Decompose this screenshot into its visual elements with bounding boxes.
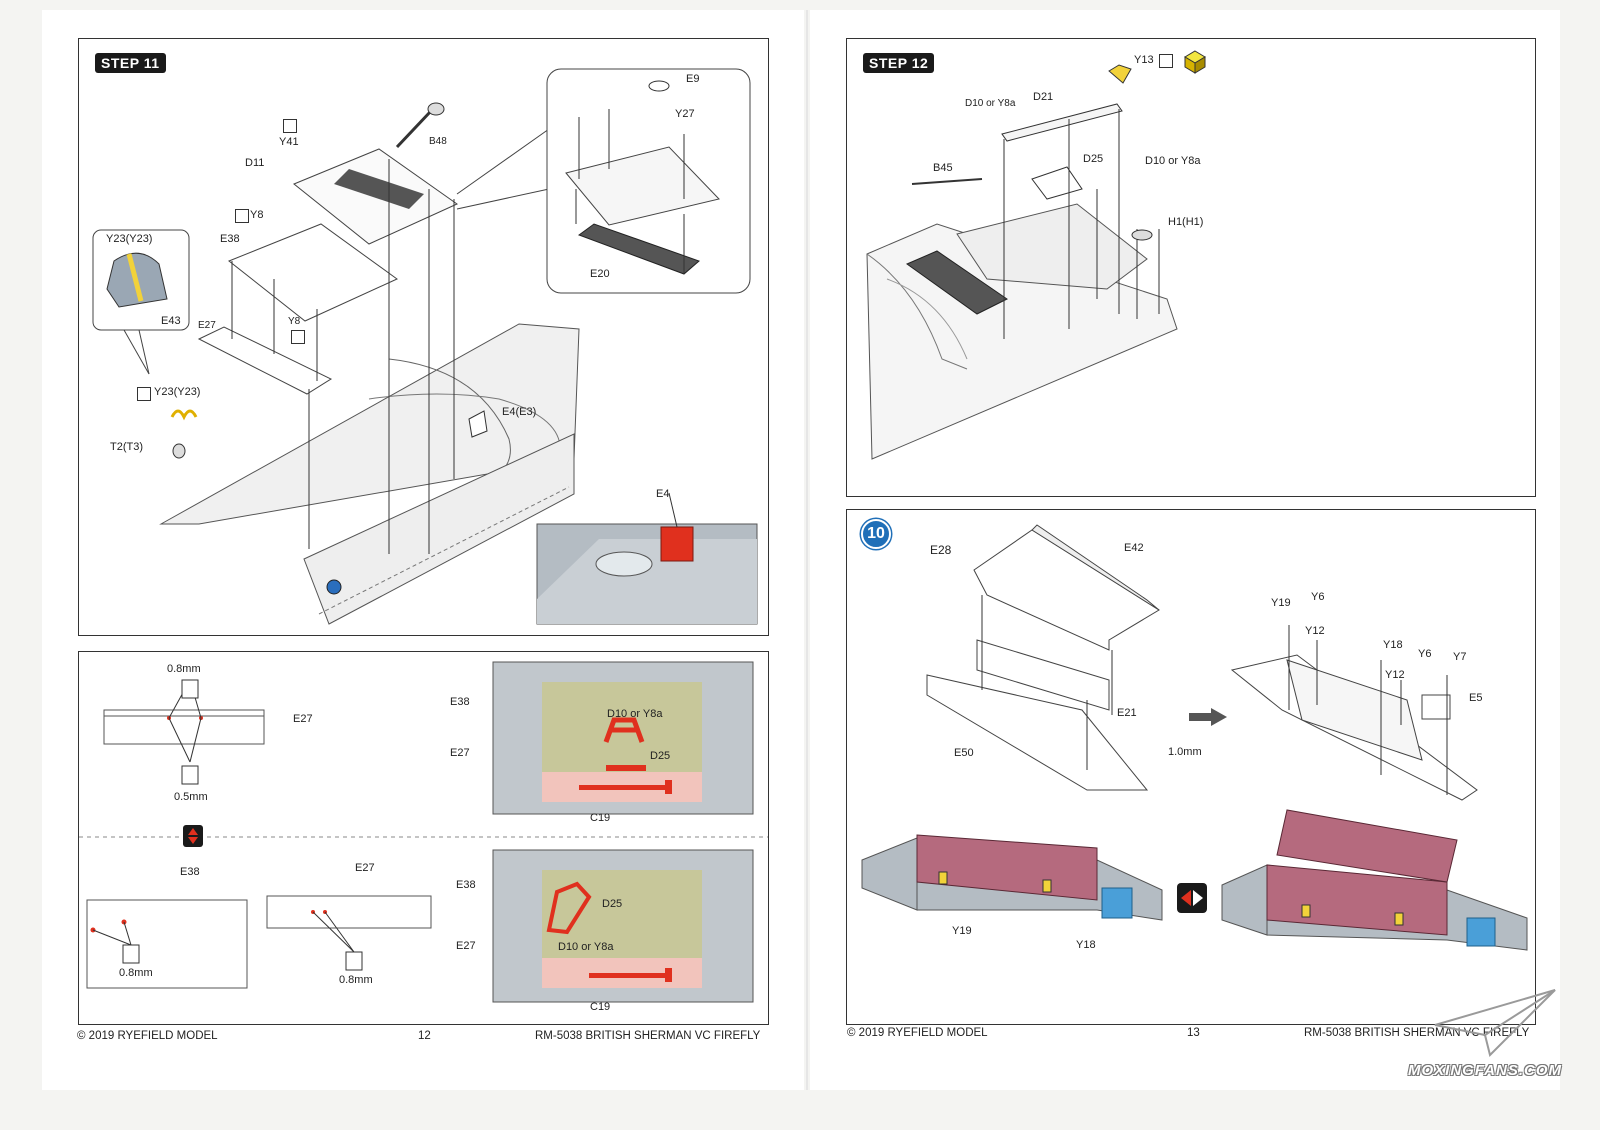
step-12-sub-drawing — [861, 524, 1528, 951]
footer-title-right: RM-5038 BRITISH SHERMAN VC FIREFLY — [1304, 1027, 1530, 1039]
step-11-detail-drawing — [79, 661, 768, 1003]
dim-0-8mm-mid: 0.8mm — [339, 974, 373, 986]
label-d25-bottom: D25 — [602, 898, 623, 910]
label-y6-a: Y6 — [1311, 591, 1325, 603]
label-d21: D21 — [1033, 91, 1054, 103]
label-h1: H1(H1) — [1168, 216, 1204, 228]
label-y19: Y19 — [1271, 597, 1291, 609]
label-e5: E5 — [1469, 692, 1483, 704]
pe-bend-icon — [291, 330, 305, 344]
label-b48: B48 — [429, 136, 447, 147]
label-d25-top: D25 — [650, 750, 671, 762]
label-y13: Y13 — [1134, 54, 1154, 66]
label-e27-top-right: E27 — [450, 747, 470, 759]
label-d10-y8a-left: D10 or Y8a — [965, 98, 1016, 109]
step-11-badge: STEP 11 — [95, 53, 166, 73]
label-d11: D11 — [245, 157, 265, 169]
pe-bend-icon — [1159, 54, 1173, 68]
step-11-detail-panel: 0.8mm E27 0.5mm E38 E27 D10 or Y8a D25 C… — [78, 651, 769, 1025]
footer-page-right: 13 — [1187, 1027, 1200, 1039]
dim-0-8mm-left: 0.8mm — [119, 967, 153, 979]
dim-0-8mm-top: 0.8mm — [167, 663, 201, 675]
label-d25: D25 — [1083, 153, 1104, 165]
footer-copyright-left: © 2019 RYEFIELD MODEL — [77, 1030, 218, 1042]
label-b45: B45 — [933, 162, 953, 174]
label-y7: Y7 — [1453, 651, 1467, 663]
watermark: MOXINGFANS.COM — [1408, 1062, 1563, 1079]
label-y19-bottom: Y19 — [952, 925, 972, 937]
sub-step-number: 10 — [861, 519, 891, 549]
label-y18-bottom: Y18 — [1076, 939, 1096, 951]
label-e38-top-right: E38 — [450, 696, 470, 708]
step-12-sub-panel: 10 E28 E42 E21 E50 1.0mm Y19 Y6 Y12 Y18 … — [846, 509, 1536, 1025]
paper-plane-logo — [1434, 989, 1556, 1057]
step-11-drawing — [92, 68, 758, 625]
footer-page-left: 12 — [418, 1030, 431, 1042]
label-e38-bottom: E38 — [180, 866, 200, 878]
label-e38-bottom-right: E38 — [456, 879, 476, 891]
label-e50: E50 — [954, 747, 974, 759]
label-y18: Y18 — [1383, 639, 1403, 651]
pe-bend-icon — [137, 387, 151, 401]
label-t2-t3: T2(T3) — [110, 441, 143, 453]
dim-0-5mm: 0.5mm — [174, 791, 208, 803]
label-d10-y8a-top: D10 or Y8a — [607, 708, 663, 720]
dim-1-0mm: 1.0mm — [1168, 746, 1202, 758]
label-y23-bottom: Y23(Y23) — [154, 386, 201, 398]
step-12-badge: STEP 12 — [863, 53, 935, 73]
label-e38: E38 — [220, 233, 240, 245]
label-d10-y8a-right: D10 or Y8a — [1145, 155, 1201, 167]
label-e28: E28 — [930, 543, 952, 557]
footer-copyright-right: © 2019 RYEFIELD MODEL — [847, 1027, 988, 1039]
label-y8-top: Y8 — [250, 209, 264, 221]
label-e43: E43 — [161, 315, 181, 327]
label-e4-e3: E4(E3) — [502, 406, 537, 418]
label-e21: E21 — [1117, 707, 1137, 719]
label-y12-a: Y12 — [1305, 625, 1325, 637]
label-y23-top: Y23(Y23) — [106, 233, 153, 245]
step-11-panel: STEP 11 E9 Y27 B48 Y41 D11 Y8 E38 Y23(Y2… — [78, 38, 769, 636]
step-12-drawing — [866, 50, 1206, 460]
label-e20: E20 — [590, 268, 610, 280]
label-y41: Y41 — [279, 136, 299, 148]
page-fold — [806, 10, 808, 1090]
step-12-panel: STEP 12 Y13 D10 or Y8a D21 D25 D10 or Y8… — [846, 38, 1536, 497]
label-e4: E4 — [656, 488, 670, 500]
footer-title-left: RM-5038 BRITISH SHERMAN VC FIREFLY — [535, 1030, 761, 1042]
label-c19-top: C19 — [590, 812, 611, 824]
label-d10-y8a-bottom: D10 or Y8a — [558, 941, 614, 953]
label-e42: E42 — [1124, 542, 1144, 554]
label-e27-bottom-right: E27 — [456, 940, 476, 952]
label-c19-bottom: C19 — [590, 1001, 611, 1013]
label-y6-b: Y6 — [1418, 648, 1432, 660]
label-y8-mid: Y8 — [288, 316, 301, 327]
label-e27-bottom: E27 — [355, 862, 375, 874]
label-e9: E9 — [686, 73, 700, 85]
pe-bend-icon — [235, 209, 249, 223]
label-e27: E27 — [198, 320, 216, 331]
label-e27-top: E27 — [293, 713, 313, 725]
pe-bend-icon — [283, 119, 297, 133]
label-y27: Y27 — [675, 108, 695, 120]
label-y12-b: Y12 — [1385, 669, 1405, 681]
